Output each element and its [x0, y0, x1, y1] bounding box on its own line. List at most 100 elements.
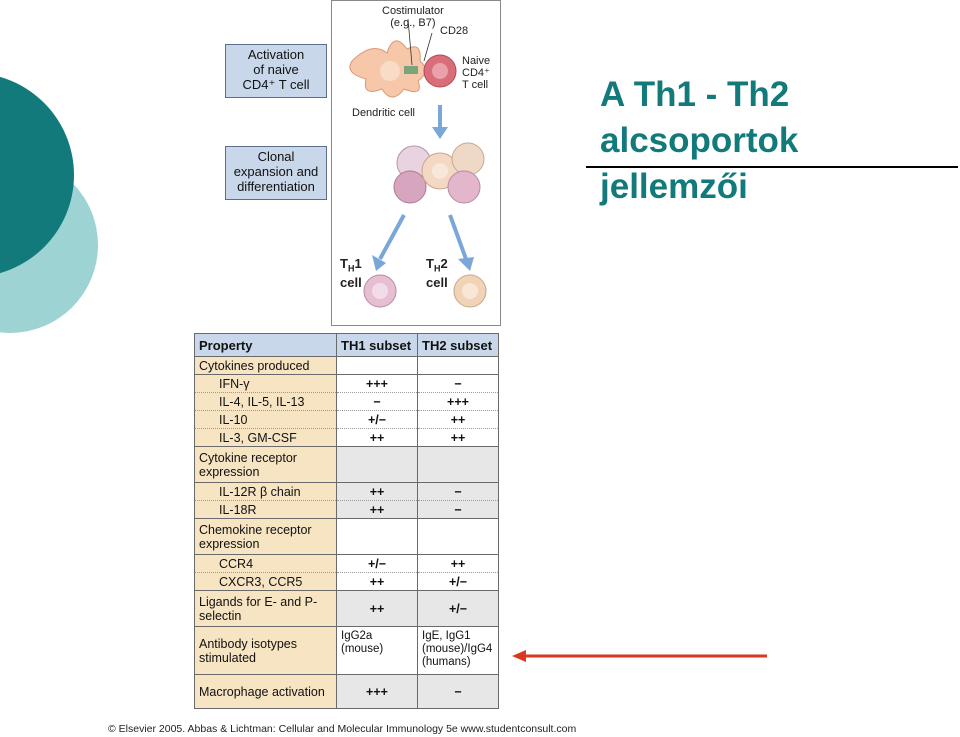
row-label: Antibody isotypes stimulated — [194, 626, 337, 675]
copyright-text: © Elsevier 2005. Abbas & Lichtman: Cellu… — [108, 723, 577, 735]
row-th2: +/− — [417, 590, 499, 627]
costimulator-label: Costimulator (e.g., B7) — [382, 5, 444, 29]
row-label: IL-12R β chain — [194, 482, 337, 501]
row-th1 — [336, 356, 418, 375]
th2-arrow — [448, 214, 468, 260]
pointer-arrow-head — [512, 650, 526, 662]
differentiation-figure: Costimulator (e.g., B7) CD28 Naive CD4⁺ … — [331, 0, 501, 326]
row-label: Cytokines produced — [194, 356, 337, 375]
th2-label-sub: H — [433, 263, 441, 274]
th2-label-num: 2 — [440, 256, 448, 271]
th2-arrowhead — [458, 257, 474, 271]
row-label: IL-18R — [194, 500, 337, 519]
costimulator-label-line: Costimulator — [382, 5, 444, 17]
step-expansion-box: Clonal expansion and differentiation — [225, 146, 327, 200]
expanding-cell — [393, 170, 427, 204]
th1-arrow — [378, 214, 406, 260]
cd28-pointer — [423, 32, 433, 62]
th1-arrowhead — [372, 255, 386, 271]
title-line-1: A Th1 - Th2 — [600, 75, 790, 114]
step-expansion-line: Clonal — [257, 149, 295, 164]
th1-label-t: T — [340, 256, 348, 271]
table-row: IL-4, IL-5, IL-13 − +++ — [194, 392, 499, 411]
row-label: Cytokine receptor expression — [194, 446, 337, 483]
table-row: Ligands for E- and P-selectin ++ +/− — [194, 590, 499, 627]
row-th2: − — [417, 374, 499, 393]
row-label: IL-3, GM-CSF — [194, 428, 337, 447]
table-row: Antibody isotypes stimulated IgG2a (mous… — [194, 626, 499, 675]
th2-label-t: T — [426, 256, 434, 271]
row-th1: IgG2a (mouse) — [336, 626, 418, 675]
title-rule — [586, 166, 958, 168]
th2-label-cell: cell — [426, 274, 448, 290]
row-label: Ligands for E- and P-selectin — [194, 590, 337, 627]
pointer-arrow — [512, 650, 767, 662]
naive-label-line: Naive — [462, 55, 491, 67]
th1-cell-nucleus — [372, 283, 388, 299]
step-activation-line: of naive — [253, 62, 299, 77]
row-th2: − — [417, 500, 499, 519]
expanding-cell-nucleus — [432, 163, 448, 179]
row-th1: +++ — [336, 674, 418, 709]
row-th1: ++ — [336, 572, 418, 591]
row-th1: ++ — [336, 590, 418, 627]
naive-label-line: T cell — [462, 79, 489, 91]
slide-title: A Th1 - Th2 alcsoportok jellemzői — [600, 72, 940, 210]
step-expansion-line: differentiation — [237, 179, 315, 194]
th2-label: TH2 cell — [426, 257, 448, 289]
row-th2: ++ — [417, 428, 499, 447]
row-th2: ++ — [417, 410, 499, 429]
naive-label-line: CD4⁺ — [462, 67, 490, 79]
th1-label-num: 1 — [354, 256, 362, 271]
table-row: Chemokine receptor expression — [194, 518, 499, 555]
property-table: Property TH1 subset TH2 subset Cytokines… — [194, 333, 499, 709]
row-label: IFN-γ — [194, 374, 337, 393]
step-activation-line: CD4⁺ T cell — [242, 77, 310, 92]
row-th1: ++ — [336, 500, 418, 519]
row-th2: IgE, IgG1 (mouse)/IgG4 (humans) — [417, 626, 499, 675]
table-row: IL-3, GM-CSF ++ ++ — [194, 428, 499, 447]
table-row: IFN-γ +++ − — [194, 374, 499, 393]
expansion-arrowhead — [432, 127, 448, 139]
table-row: IL-18R ++ − — [194, 500, 499, 519]
cd28-label: CD28 — [440, 25, 469, 37]
row-th2 — [417, 518, 499, 555]
step-activation-box: Activation of naive CD4⁺ T cell — [225, 44, 327, 98]
row-th1: +++ — [336, 374, 418, 393]
table-row: IL-12R β chain ++ − — [194, 482, 499, 501]
row-th1: +/− — [336, 554, 418, 573]
row-label: CCR4 — [194, 554, 337, 573]
row-th1: ++ — [336, 428, 418, 447]
row-label: IL-10 — [194, 410, 337, 429]
table-row: Cytokines produced — [194, 356, 499, 375]
table-row: Macrophage activation +++ − — [194, 674, 499, 709]
dark-teal-circle — [0, 76, 74, 274]
table-header-row: Property TH1 subset TH2 subset — [194, 333, 499, 357]
table-row: CCR4 +/− ++ — [194, 554, 499, 573]
costimulator-contact — [404, 66, 418, 74]
row-th1: ++ — [336, 482, 418, 501]
row-label: IL-4, IL-5, IL-13 — [194, 392, 337, 411]
expanding-cell — [451, 142, 485, 176]
cell-diagram — [349, 18, 487, 308]
dendritic-cell-nucleus — [380, 61, 400, 81]
title-line-2: alcsoportok — [600, 121, 799, 160]
step-activation-line: Activation — [247, 47, 305, 62]
naive-label: Naive CD4⁺ T cell — [462, 55, 490, 91]
row-label: CXCR3, CCR5 — [194, 572, 337, 591]
table-row: Cytokine receptor expression — [194, 446, 499, 483]
dendritic-label: Dendritic cell — [352, 107, 415, 119]
row-th2: +++ — [417, 392, 499, 411]
row-th1 — [336, 518, 418, 555]
costimulator-pointer — [407, 18, 413, 66]
row-th2 — [417, 356, 499, 375]
header-th1: TH1 subset — [336, 333, 418, 357]
row-th2 — [417, 446, 499, 483]
th1-label-sub: H — [347, 263, 355, 274]
row-label: Chemokine receptor expression — [194, 518, 337, 555]
row-th1: +/− — [336, 410, 418, 429]
row-label: Macrophage activation — [194, 674, 337, 709]
header-th2: TH2 subset — [417, 333, 499, 357]
table-row: CXCR3, CCR5 ++ +/− — [194, 572, 499, 591]
